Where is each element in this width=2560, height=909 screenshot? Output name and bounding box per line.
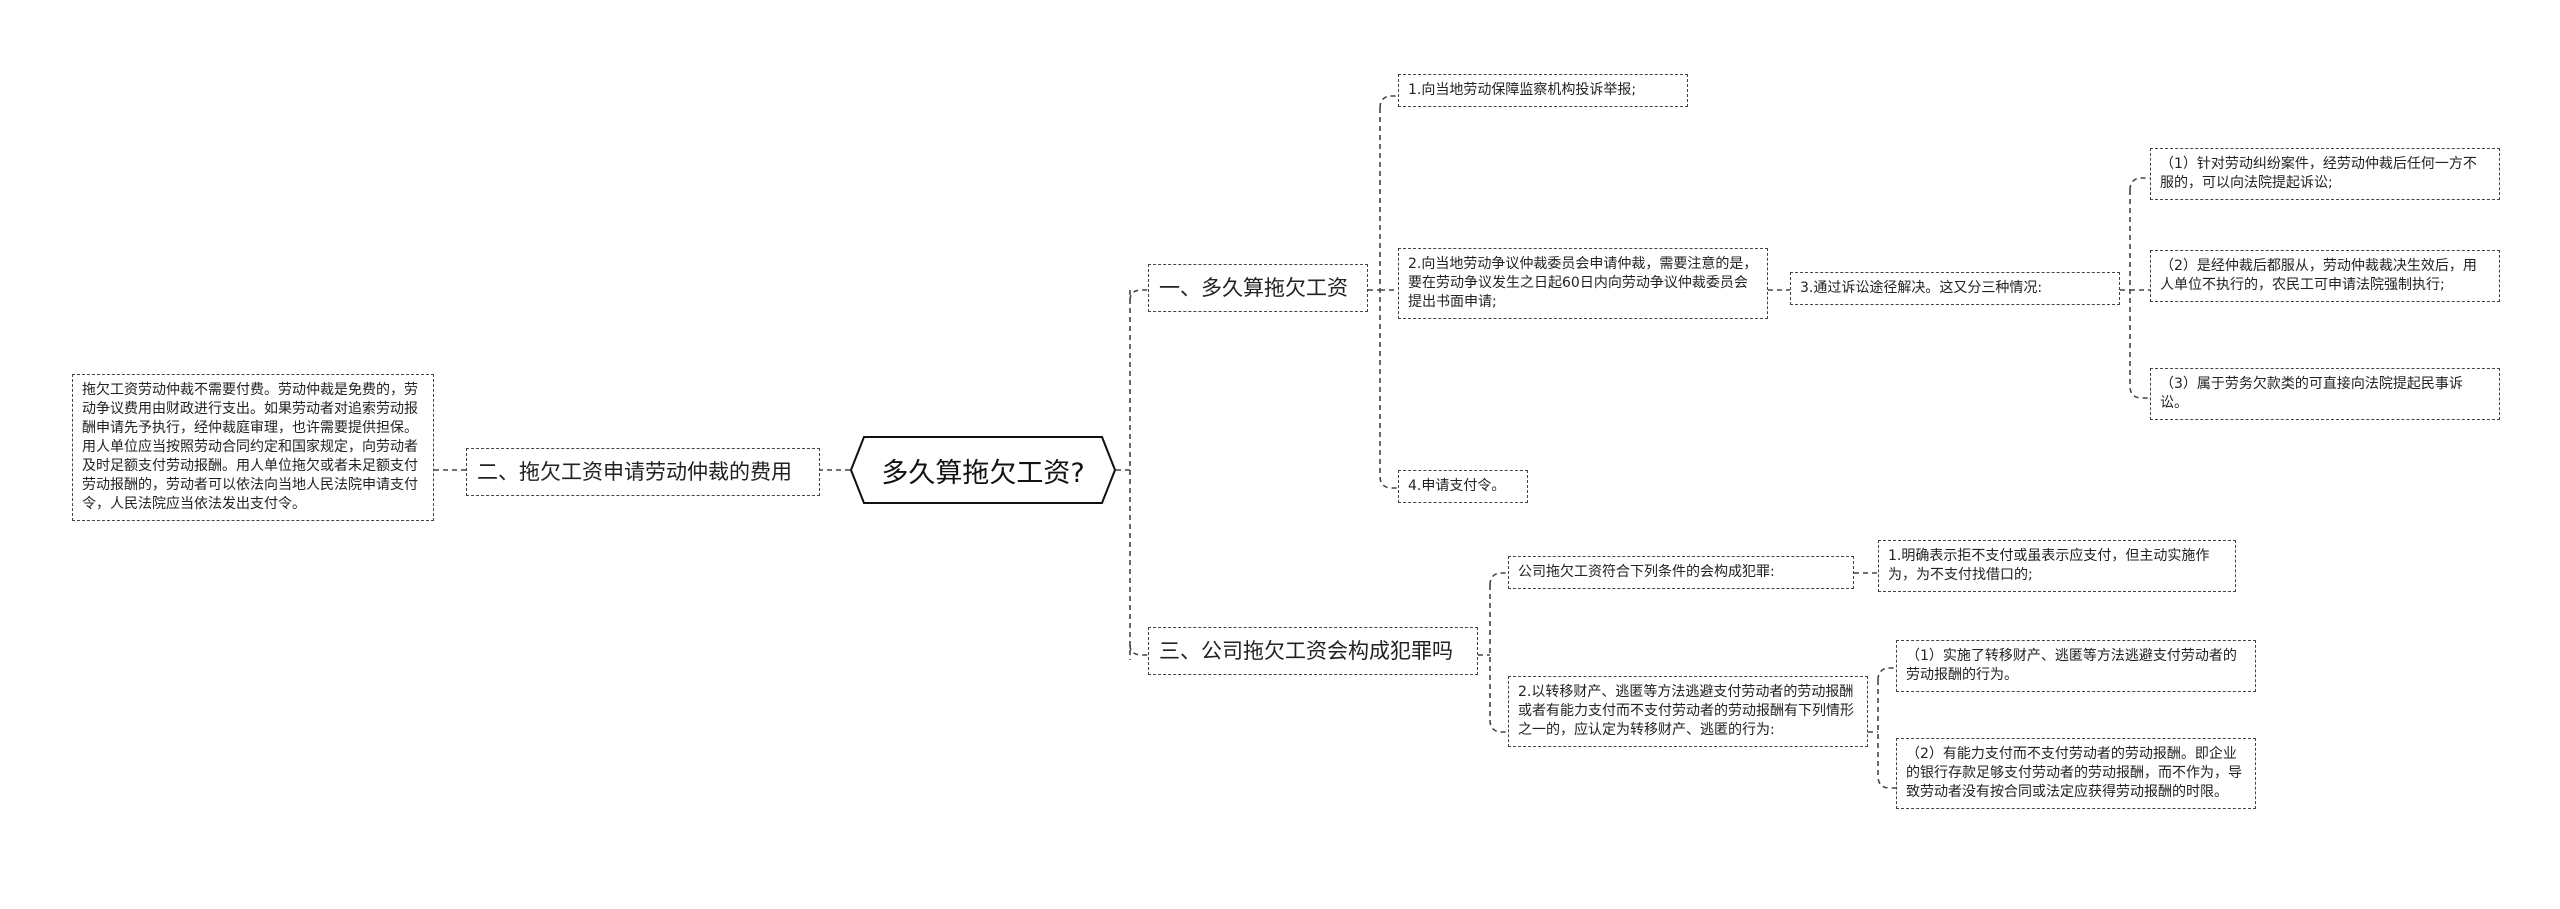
node-litigation-case-1[interactable]: （1）针对劳动纠纷案件，经劳动仲裁后任何一方不服的，可以向法院提起诉讼; bbox=[2150, 148, 2500, 200]
node-crime-condition-2[interactable]: 2.以转移财产、逃匿等方法逃避支付劳动者的劳动报酬或者有能力支付而不支付劳动者的… bbox=[1508, 676, 1868, 747]
branch-label: 三、公司拖欠工资会构成犯罪吗 bbox=[1159, 639, 1453, 663]
node-able-but-not-pay[interactable]: （2）有能力支付而不支付劳动者的劳动报酬。即企业的银行存款足够支付劳动者的劳动报… bbox=[1896, 738, 2256, 809]
node-complaint-labor-inspection[interactable]: 1.向当地劳动保障监察机构投诉举报; bbox=[1398, 74, 1688, 107]
branch-label: 一、多久算拖欠工资 bbox=[1159, 276, 1348, 300]
branch-arbitration-fee[interactable]: 二、拖欠工资申请劳动仲裁的费用 bbox=[466, 448, 820, 496]
edge-trunk-b1 bbox=[1129, 289, 1148, 301]
node-arbitration-fee-detail[interactable]: 拖欠工资劳动仲裁不需要付费。劳动仲裁是免费的，劳动争议费用由财政进行支出。如果劳… bbox=[72, 374, 434, 521]
root-node-label: 多久算拖欠工资? bbox=[881, 457, 1085, 489]
edge-trunk-b3 bbox=[1129, 644, 1148, 656]
node-litigation-case-3[interactable]: （3）属于劳务欠款类的可直接向法院提起民事诉讼。 bbox=[2150, 368, 2500, 420]
edge-c3-trunk bbox=[2129, 177, 2150, 399]
node-litigation[interactable]: 3.通过诉讼途径解决。这又分三种情况: bbox=[1790, 272, 2120, 305]
node-crime-condition-1[interactable]: 1.明确表示拒不支付或虽表示应支付，但主动实施作为，为不支付找借口的; bbox=[1878, 540, 2236, 592]
root-node[interactable]: 多久算拖欠工资? bbox=[850, 436, 1116, 504]
node-litigation-case-2[interactable]: （2）是经仲裁后都服从，劳动仲裁裁决生效后，用人单位不执行的，农民工可申请法院强… bbox=[2150, 250, 2500, 302]
node-payment-order[interactable]: 4.申请支付令。 bbox=[1398, 470, 1528, 503]
node-crime-conditions[interactable]: 公司拖欠工资符合下列条件的会构成犯罪: bbox=[1508, 556, 1854, 589]
edge-b3-trunk bbox=[1489, 572, 1508, 733]
node-labor-arbitration[interactable]: 2.向当地劳动争议仲裁委员会申请仲裁，需要注意的是，要在劳动争议发生之日起60日… bbox=[1398, 248, 1768, 319]
branch-how-long-is-wage-arrears[interactable]: 一、多久算拖欠工资 bbox=[1148, 264, 1368, 312]
edge-b1-trunk bbox=[1379, 95, 1398, 489]
edge-root-right bbox=[1116, 289, 1131, 660]
branch-is-it-a-crime[interactable]: 三、公司拖欠工资会构成犯罪吗 bbox=[1148, 627, 1478, 675]
edge-d2-trunk bbox=[1877, 667, 1896, 789]
root-node-shape bbox=[850, 436, 1116, 504]
branch-label: 二、拖欠工资申请劳动仲裁的费用 bbox=[477, 460, 792, 484]
node-transfer-assets[interactable]: （1）实施了转移财产、逃匿等方法逃避支付劳动者的劳动报酬的行为。 bbox=[1896, 640, 2256, 692]
